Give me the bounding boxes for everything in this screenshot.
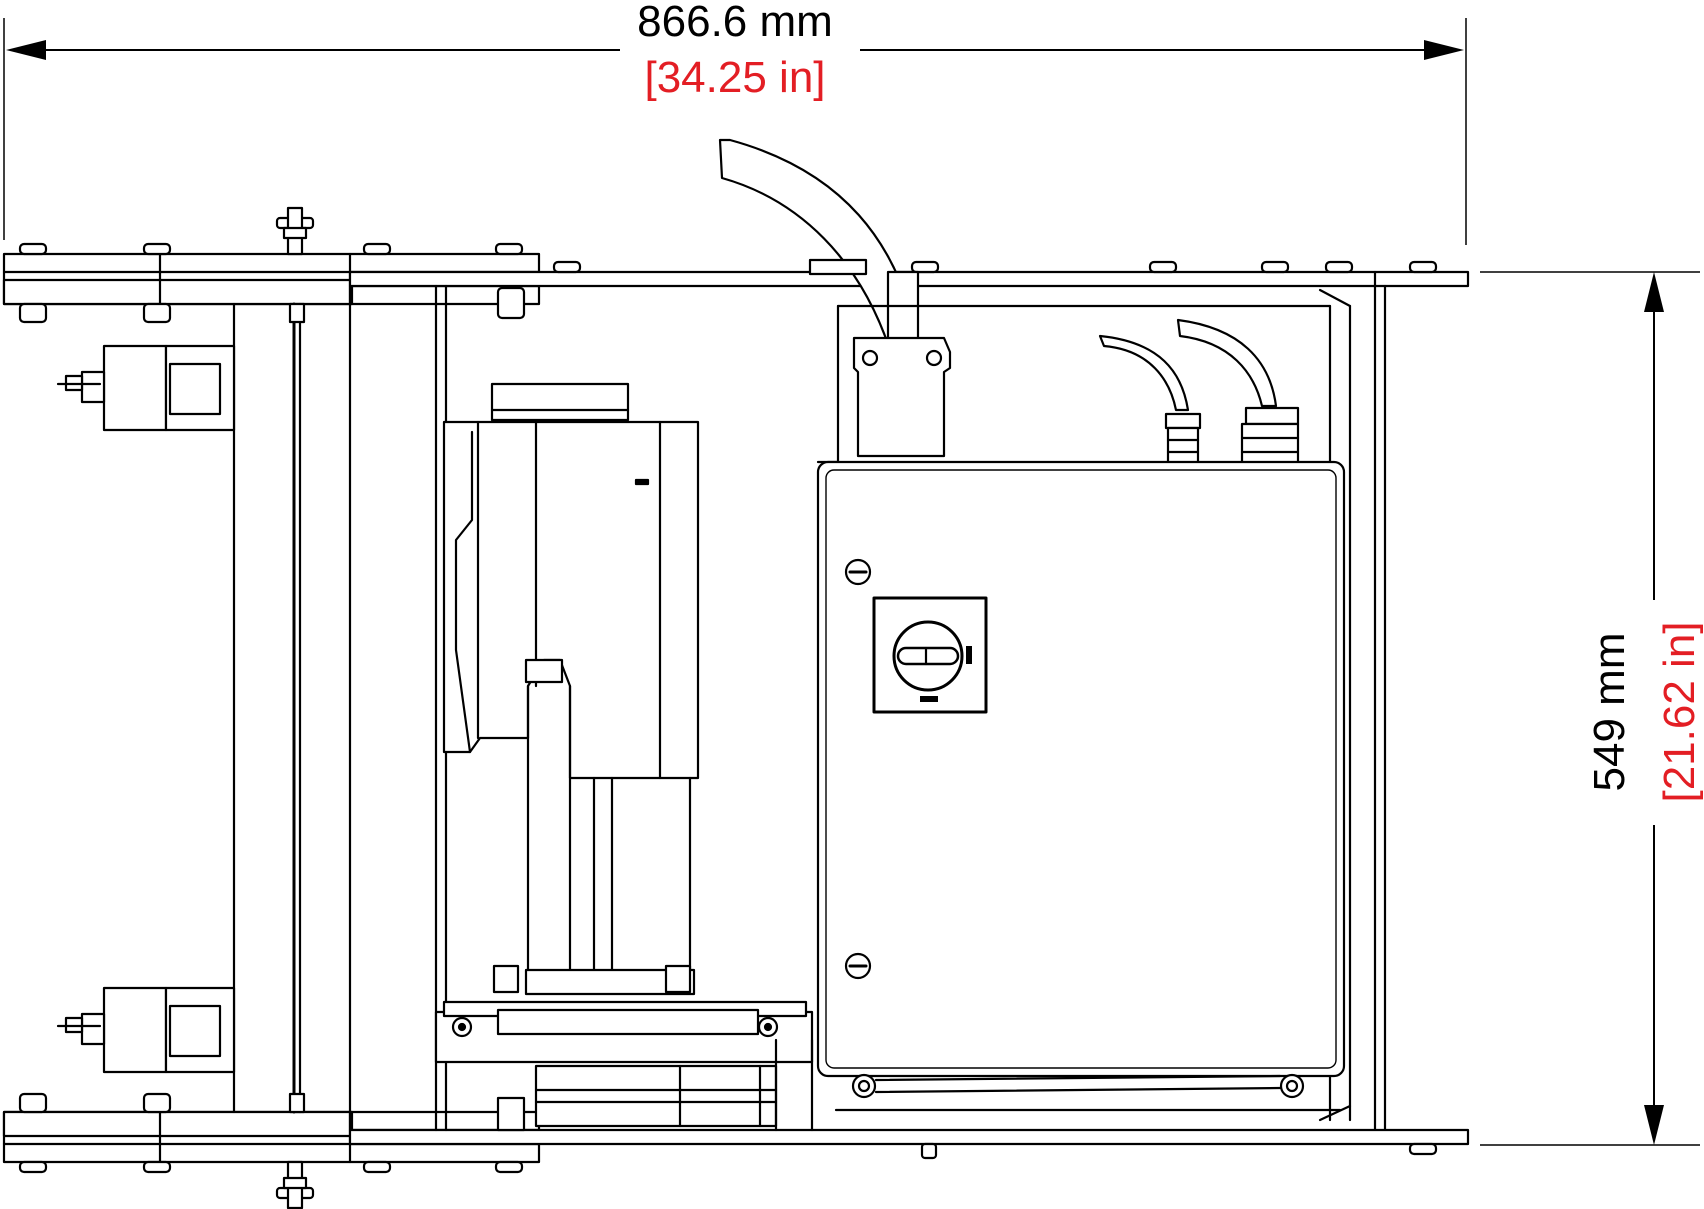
power-cable [718,138,952,458]
motor-assembly [442,382,700,996]
clamp-top [56,344,236,432]
electrical-enclosure [816,460,1346,1099]
height-dimension-in: [21.62 in] [1655,621,1704,802]
height-dimension [1480,271,1700,1146]
rail-bolts-bottom [18,1092,1438,1174]
height-dimension-mm: 549 mm [1585,633,1634,792]
transmission [434,964,814,1132]
main-switch [872,596,988,714]
width-dimension-in: [34.25 in] [644,53,825,102]
width-dimension-mm: 866.6 mm [637,0,833,46]
axle-bolt-bottom [275,1160,315,1209]
left-frame [232,302,306,1114]
cable-gland-large [1176,318,1300,466]
width-dimension [3,18,1467,245]
clamp-bottom [56,986,236,1074]
axle-bolt-top [275,206,315,256]
rail-bolts-top [18,242,1438,324]
bottom-rail [2,1110,1470,1164]
middle-frame [348,284,448,1132]
cable-gland-small [1098,334,1202,466]
